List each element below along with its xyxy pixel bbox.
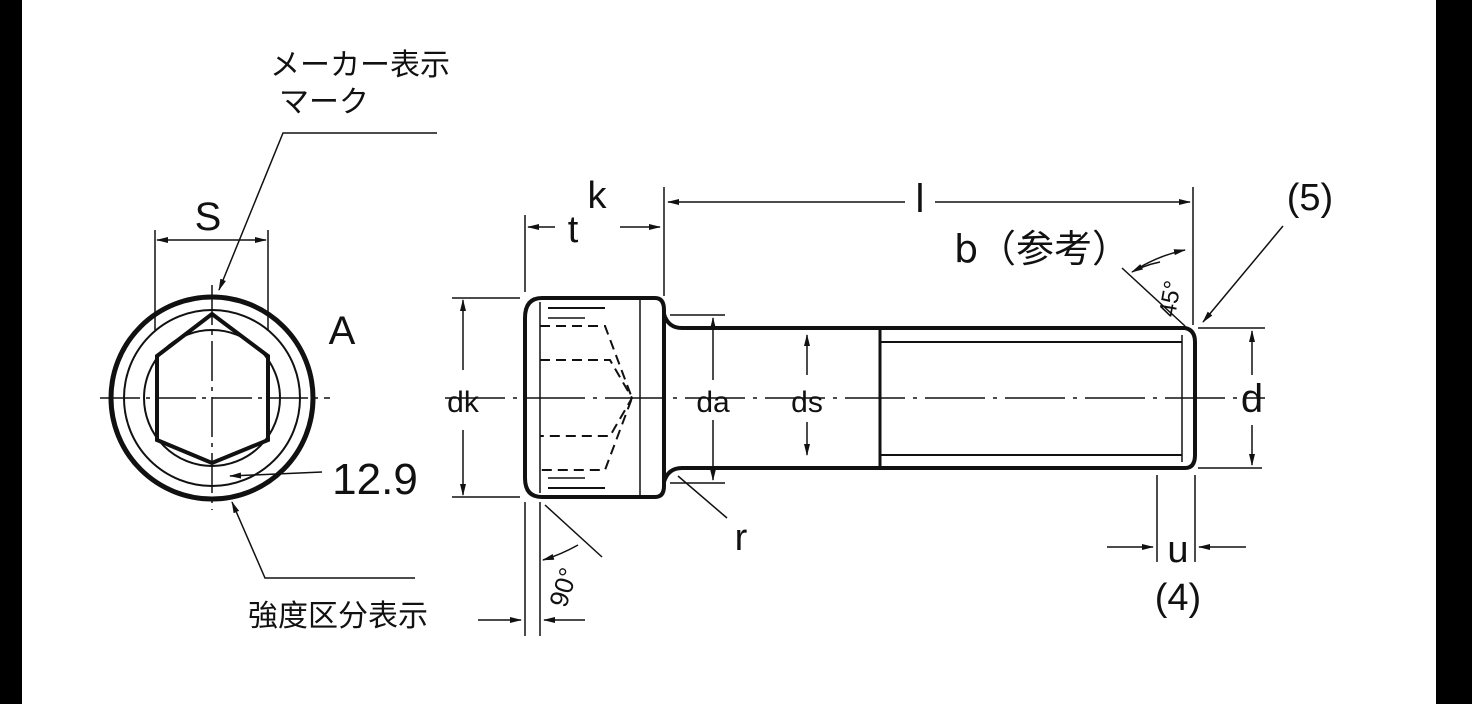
view-a-label: A (329, 309, 356, 353)
head-chamfer-circle (123, 309, 301, 487)
side-view (445, 187, 1284, 636)
screw-head (523, 296, 666, 499)
k-label: k (588, 175, 608, 217)
t-label: t (568, 209, 579, 251)
da-label: da (696, 386, 730, 419)
r-leader (677, 475, 728, 519)
maker-mark-leader (218, 132, 437, 291)
strength-mark-label: 強度区分表示 (248, 599, 428, 634)
s-label: S (195, 195, 222, 239)
screw-shank (662, 313, 1197, 483)
d-label: d (1241, 377, 1263, 421)
socket-circle (143, 329, 281, 467)
socket-hidden-line (540, 359, 634, 437)
ds-label: ds (791, 386, 823, 419)
chamfer-angle-label: 45° (1154, 278, 1187, 318)
note5-label: (5) (1287, 177, 1333, 219)
r-label: r (735, 517, 748, 559)
left-frame-bar (0, 0, 22, 704)
right-frame-bar (1436, 0, 1472, 704)
front-view (100, 132, 437, 579)
dk-label: dk (447, 386, 480, 419)
hex-socket (155, 311, 270, 466)
strength-class-label: 12.9 (332, 455, 418, 504)
strength-mark-leader (231, 501, 415, 579)
head-outer-circle (108, 294, 316, 502)
strength-class-leader (229, 471, 323, 479)
note4-label: (4) (1155, 577, 1201, 619)
l-label: l (916, 177, 925, 221)
maker-mark-label-2: マーク (279, 85, 369, 120)
b-label: b（参考） (954, 227, 1130, 271)
u-label: u (1167, 529, 1188, 571)
note5-leader (1202, 225, 1284, 323)
head-angle-label: 90° (543, 564, 584, 611)
maker-mark-label-1: メーカー表示 (270, 48, 450, 83)
